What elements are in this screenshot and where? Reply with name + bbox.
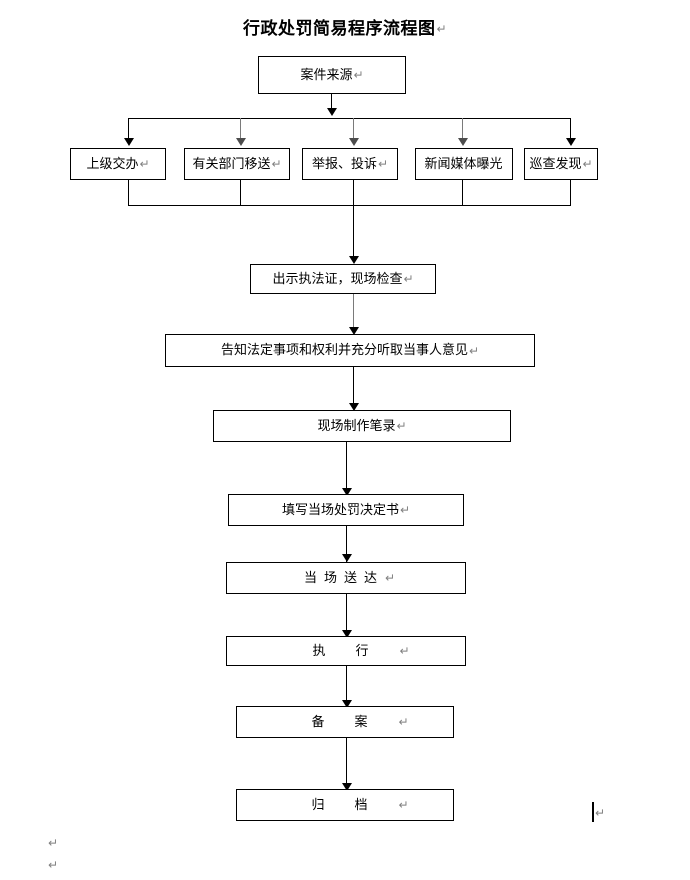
node-step-3-label: 现场制作笔录 bbox=[317, 418, 396, 434]
connector-distribution-bus bbox=[128, 118, 571, 119]
paragraph-mark-icon: ↵ bbox=[271, 157, 282, 171]
connector-drop-2 bbox=[240, 118, 241, 140]
connector-source-stem bbox=[331, 94, 332, 110]
text-cursor bbox=[592, 802, 594, 822]
node-branch-5[interactable]: 巡查发现↵ bbox=[524, 148, 598, 180]
connector-merge-stub-5 bbox=[570, 180, 571, 206]
node-branch-1-label: 上级交办 bbox=[86, 156, 139, 172]
arrowhead-icon bbox=[342, 783, 352, 791]
trailing-paragraph-mark-1: ↵ bbox=[48, 836, 59, 850]
connector-drop-5 bbox=[570, 118, 571, 140]
paragraph-mark-icon: ↵ bbox=[377, 157, 389, 171]
arrowhead-icon bbox=[327, 108, 337, 116]
connector-merge-stub-3 bbox=[353, 180, 354, 206]
paragraph-mark-icon: ↵ bbox=[398, 715, 409, 729]
node-step-4[interactable]: 填写当场处罚决定书↵ bbox=[228, 494, 464, 526]
page-title: 行政处罚简易程序流程图↵ bbox=[0, 14, 690, 39]
connector-step-7-8 bbox=[346, 738, 347, 788]
connector-merge-bus bbox=[128, 205, 571, 206]
paragraph-mark-icon: ↵ bbox=[399, 503, 411, 517]
connector-step-6-7 bbox=[346, 666, 347, 706]
page-title-text: 行政处罚简易程序流程图 bbox=[242, 19, 436, 38]
node-case-source-label: 案件来源 bbox=[300, 67, 353, 83]
node-step-1[interactable]: 出示执法证，现场检查↵ bbox=[250, 264, 436, 294]
connector-step-4-5 bbox=[346, 526, 347, 564]
node-branch-4-label: 新闻媒体曝光 bbox=[424, 156, 503, 172]
arrowhead-icon bbox=[342, 554, 352, 562]
node-branch-4[interactable]: 新闻媒体曝光 bbox=[415, 148, 513, 180]
connector-trunk-main bbox=[353, 205, 354, 258]
node-branch-2-label: 有关部门移送 bbox=[192, 156, 271, 172]
node-step-2[interactable]: 告知法定事项和权利并充分听取当事人意见↵ bbox=[165, 334, 535, 367]
node-branch-1[interactable]: 上级交办↵ bbox=[70, 148, 166, 180]
connector-merge-stub-4 bbox=[462, 180, 463, 206]
paragraph-mark-icon: ↵ bbox=[403, 272, 414, 286]
node-step-1-label: 出示执法证，现场检查 bbox=[272, 271, 403, 287]
connector-step-5-6 bbox=[346, 594, 347, 638]
node-step-8[interactable]: 归档↵ bbox=[236, 789, 454, 821]
arrowhead-icon bbox=[349, 256, 359, 264]
connector-drop-1 bbox=[128, 118, 129, 140]
node-step-6-label: 执行 bbox=[312, 643, 399, 659]
arrowhead-icon bbox=[342, 630, 352, 638]
connector-merge-stub-1 bbox=[128, 180, 129, 206]
paragraph-mark-icon: ↵ bbox=[468, 343, 480, 358]
paragraph-mark-icon: ↵ bbox=[353, 68, 364, 82]
arrowhead-icon bbox=[236, 138, 246, 146]
node-step-4-label: 填写当场处罚决定书 bbox=[281, 502, 399, 518]
node-step-2-label: 告知法定事项和权利并充分听取当事人意见 bbox=[220, 343, 468, 358]
node-step-7[interactable]: 备案↵ bbox=[236, 706, 454, 738]
connector-merge-stub-2 bbox=[240, 180, 241, 206]
node-branch-5-label: 巡查发现 bbox=[529, 156, 582, 172]
connector-step-2-3 bbox=[353, 367, 354, 407]
arrowhead-icon bbox=[349, 327, 359, 335]
arrowhead-icon bbox=[124, 138, 134, 146]
node-step-5[interactable]: 当场送达↵ bbox=[226, 562, 466, 594]
node-branch-3-label: 举报、投诉 bbox=[311, 156, 377, 172]
paragraph-mark-icon: ↵ bbox=[398, 798, 409, 812]
paragraph-mark-icon: ↵ bbox=[396, 419, 407, 433]
node-step-8-label: 归档 bbox=[311, 797, 398, 813]
node-case-source[interactable]: 案件来源↵ bbox=[258, 56, 406, 94]
node-branch-3[interactable]: 举报、投诉↵ bbox=[302, 148, 398, 180]
connector-drop-3 bbox=[353, 118, 354, 140]
node-step-5-label: 当场送达 bbox=[303, 570, 384, 586]
node-step-7-label: 备案 bbox=[311, 714, 398, 730]
arrowhead-icon bbox=[349, 403, 359, 411]
node-branch-2[interactable]: 有关部门移送↵ bbox=[184, 148, 290, 180]
arrowhead-icon bbox=[566, 138, 576, 146]
arrowhead-icon bbox=[342, 488, 352, 496]
connector-step-3-4 bbox=[346, 442, 347, 492]
paragraph-mark-icon: ↵ bbox=[436, 22, 448, 36]
paragraph-mark-icon: ↵ bbox=[384, 571, 396, 585]
connector-drop-4 bbox=[462, 118, 463, 140]
paragraph-mark-icon: ↵ bbox=[582, 157, 593, 171]
paragraph-mark-icon: ↵ bbox=[399, 644, 410, 658]
arrowhead-icon bbox=[349, 138, 359, 146]
paragraph-mark-icon: ↵ bbox=[595, 806, 606, 820]
connector-step-1-2 bbox=[353, 294, 354, 329]
arrowhead-icon bbox=[342, 700, 352, 708]
node-step-6[interactable]: 执行↵ bbox=[226, 636, 466, 666]
node-step-3[interactable]: 现场制作笔录↵ bbox=[213, 410, 511, 442]
trailing-paragraph-mark-2: ↵ bbox=[48, 858, 59, 872]
paragraph-mark-icon: ↵ bbox=[139, 157, 150, 171]
arrowhead-icon bbox=[458, 138, 468, 146]
